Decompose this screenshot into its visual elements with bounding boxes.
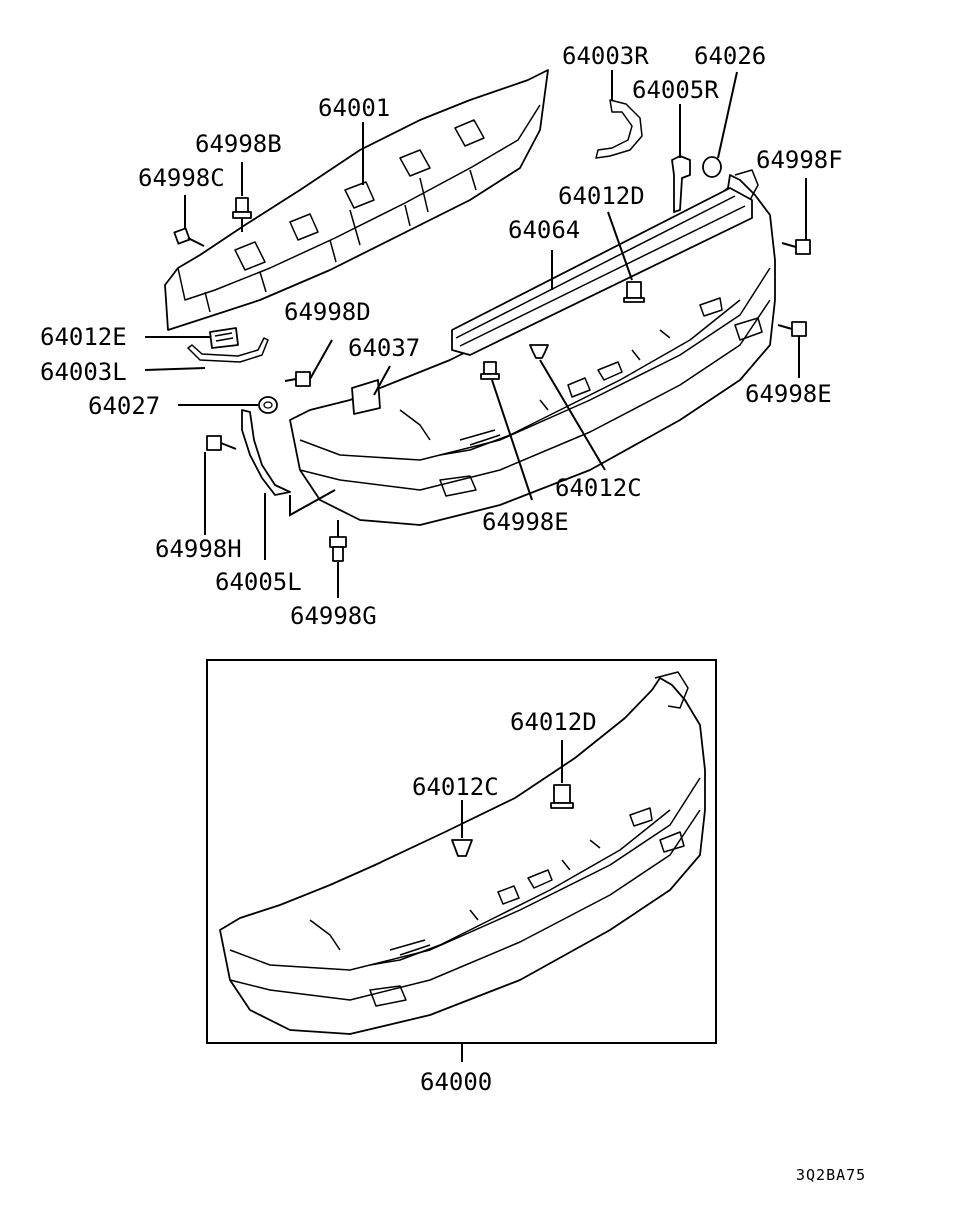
clip-64012C [529, 344, 549, 359]
clip-64012D [623, 281, 645, 303]
label-64026: 64026 [694, 42, 766, 70]
label-64001: 64001 [318, 94, 390, 122]
clip-64012C-box [451, 839, 473, 857]
label-64012D: 64012D [558, 182, 645, 210]
label-64005R: 64005R [632, 76, 719, 104]
label-64037: 64037 [348, 334, 420, 362]
label-64998F: 64998F [756, 146, 843, 174]
label-64003R: 64003R [562, 42, 649, 70]
label-64027: 64027 [88, 392, 160, 420]
bolt-64998H [206, 435, 237, 451]
bracket-64003R [595, 99, 643, 159]
label-64998C: 64998C [138, 164, 225, 192]
label-64005L: 64005L [215, 568, 302, 596]
bolt-64998E-right [777, 321, 807, 337]
moulding-64064 [451, 187, 753, 356]
label-64012C: 64012C [555, 474, 642, 502]
bolt-64998E-mid [480, 361, 500, 380]
label-64998G: 64998G [290, 602, 377, 630]
side-bracket-64005R [671, 155, 691, 213]
pad-64037 [351, 379, 381, 415]
bolt-64998G [329, 520, 347, 562]
label-64998H: 64998H [155, 535, 242, 563]
clip-64012D-box [550, 784, 574, 809]
label-64998D: 64998D [284, 298, 371, 326]
label-64000: 64000 [420, 1068, 492, 1096]
label-64012C-box: 64012C [412, 773, 499, 801]
bracket-64003L [187, 337, 269, 363]
bolt-64998B [232, 197, 252, 232]
label-64998E-mid: 64998E [482, 508, 569, 536]
label-64064: 64064 [508, 216, 580, 244]
label-64003L: 64003L [40, 358, 127, 386]
clip-64026 [702, 156, 722, 178]
label-64012D-box: 64012D [510, 708, 597, 736]
bumper-reinforcement-64001 [164, 69, 549, 331]
nut-64027 [258, 396, 278, 414]
bolt-64998D [284, 371, 311, 387]
label-64998E-right: 64998E [745, 380, 832, 408]
plate-64012E [209, 327, 239, 349]
label-64998B: 64998B [195, 130, 282, 158]
side-bracket-64005L [241, 409, 291, 496]
bolt-64998C [173, 227, 205, 247]
label-64012E: 64012E [40, 323, 127, 351]
diagram-code: 3Q2BA75 [796, 1166, 866, 1184]
bolt-64998F [781, 239, 811, 255]
